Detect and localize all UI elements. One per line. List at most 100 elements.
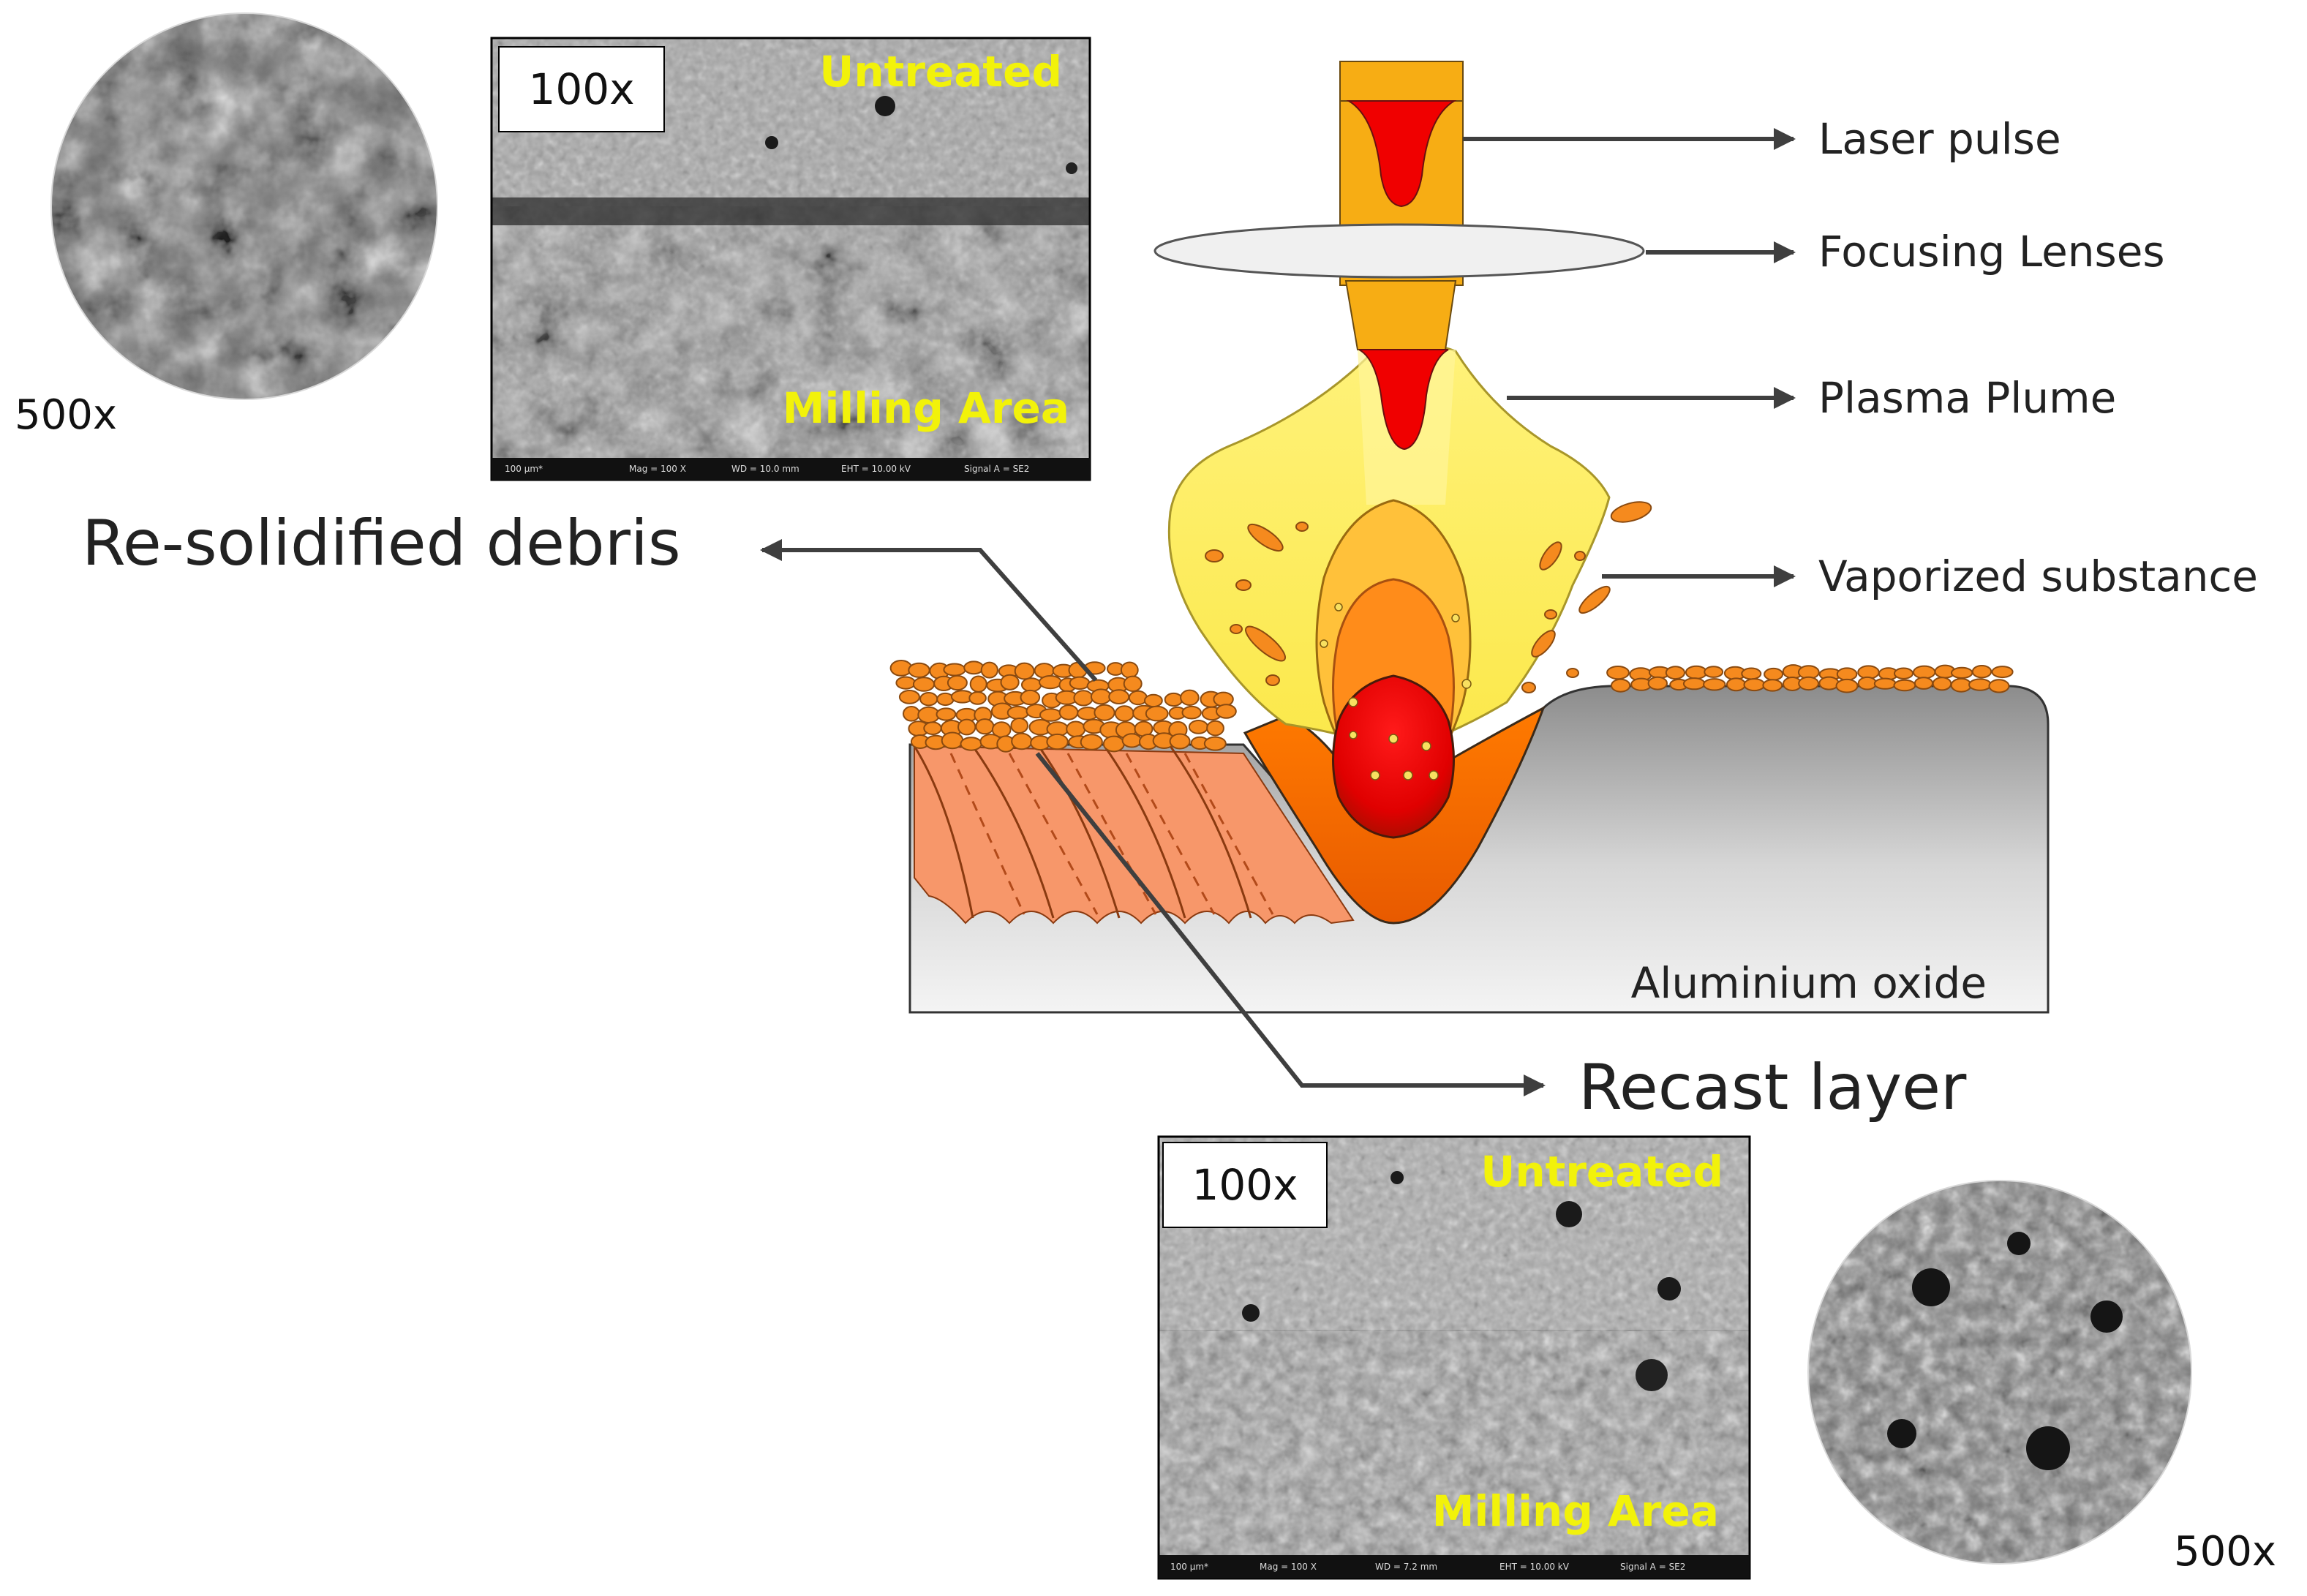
sem-top-info-eht: EHT = 10.00 kV xyxy=(841,464,911,474)
laser-pulse xyxy=(1346,100,1457,208)
debris-droplet xyxy=(1058,704,1079,720)
resolidified-debris-pile xyxy=(889,660,1237,753)
debris-droplet xyxy=(1836,667,1858,681)
sem-bottom-info-mag: Mag = 100 X xyxy=(1260,1562,1317,1572)
debris-droplet xyxy=(1893,679,1916,692)
debris-droplet xyxy=(1128,690,1148,706)
debris-droplet xyxy=(936,707,957,721)
debris-droplet xyxy=(1818,676,1840,690)
debris-droplet xyxy=(1121,733,1143,748)
sem-bottom-info-wd: WD = 7.2 mm xyxy=(1375,1562,1437,1572)
debris-droplet xyxy=(895,676,916,690)
debris-droplet xyxy=(1073,690,1094,707)
laser-beam-bottom xyxy=(1344,280,1457,350)
debris-droplet xyxy=(1094,704,1115,721)
debris-droplet xyxy=(908,662,930,678)
debris-droplet xyxy=(1685,665,1708,680)
debris-droplet xyxy=(980,661,998,679)
vaporized-substance-label: Vaporized substance xyxy=(1818,552,2258,601)
debris-droplet xyxy=(963,660,985,675)
sem-top-magnification-box xyxy=(498,46,665,132)
debris-droplet xyxy=(941,731,964,750)
debris-droplet xyxy=(1798,676,1820,691)
debris-droplet xyxy=(960,737,982,751)
debris-droplet xyxy=(975,718,995,735)
laser-pulse-label: Laser pulse xyxy=(1818,114,2061,164)
laser-beam-cap xyxy=(1339,61,1464,102)
arrow-recast-layer xyxy=(1035,752,1546,1096)
debris-droplet xyxy=(1606,666,1630,680)
debris-droplet xyxy=(1762,679,1783,692)
debris-droplet xyxy=(936,692,955,707)
plasma-plume-label: Plasma Plume xyxy=(1818,373,2116,423)
debris-droplet xyxy=(1014,662,1035,680)
debris-droplet xyxy=(1181,705,1202,720)
resolidified-debris-label: Re-solidified debris xyxy=(82,507,681,580)
sem-bottom-info-signal: Signal A = SE2 xyxy=(1620,1562,1685,1572)
sem-bottom-info-scale: 100 µm* xyxy=(1170,1562,1208,1572)
debris-droplet xyxy=(1873,677,1897,690)
debris-droplet xyxy=(1741,667,1762,680)
sem-bottom-info-eht: EHT = 10.00 kV xyxy=(1499,1562,1570,1572)
debris-droplet xyxy=(1006,705,1029,720)
plasma-pulse xyxy=(1358,349,1449,451)
debris-droplet xyxy=(1000,674,1020,690)
debris-droplet xyxy=(1857,676,1878,690)
debris-droplet xyxy=(1039,675,1062,690)
debris-droplet xyxy=(1144,693,1163,708)
focusing-lens xyxy=(1154,223,1645,279)
sem-top-magnification: 100x xyxy=(528,64,634,114)
sem-top-info-scale: 100 µm* xyxy=(505,464,543,474)
aluminium-oxide-label: Aluminium oxide xyxy=(1631,958,1987,1008)
arrow-resolidified-debris xyxy=(760,539,1098,682)
sem-top-info-mag: Mag = 100 X xyxy=(629,464,686,474)
debris-droplet xyxy=(1647,676,1668,690)
molten-core xyxy=(1332,674,1455,839)
debris-droplet xyxy=(919,692,938,707)
debris-droplet xyxy=(1021,677,1042,693)
sem-top-milling-area-label: Milling Area xyxy=(783,383,1069,433)
debris-droplet xyxy=(1665,666,1685,680)
sem-bottom-magnification-box xyxy=(1162,1142,1328,1228)
debris-droplet xyxy=(1726,677,1746,692)
debris-droplet xyxy=(1703,678,1726,691)
debris-droplet xyxy=(1913,677,1934,690)
debris-droplet xyxy=(1123,675,1143,692)
sem-bottom-untreated-label: Untreated xyxy=(1480,1147,1723,1197)
debris-droplet xyxy=(1743,678,1766,692)
debris-droplet xyxy=(1951,666,1973,680)
debris-droplet xyxy=(1203,736,1227,751)
debris-droplet xyxy=(1114,705,1134,722)
debris-droplet xyxy=(1950,677,1972,693)
debris-droplet xyxy=(1216,704,1237,719)
debris-droplet xyxy=(1145,705,1169,722)
debris-droplet xyxy=(1020,689,1041,706)
debris-droplet xyxy=(968,691,987,705)
sem-bottom-milling-area-label: Milling Area xyxy=(1432,1486,1719,1536)
debris-droplet xyxy=(957,718,976,736)
debris-droplet xyxy=(943,663,966,677)
debris-droplet xyxy=(1988,679,2010,693)
surface-debris-right xyxy=(1606,664,2014,693)
debris-droplet xyxy=(1046,733,1069,750)
sem-inset-top xyxy=(51,13,437,399)
debris-droplet xyxy=(912,677,936,692)
sem-bottom-info-bar xyxy=(1159,1555,1750,1578)
debris-droplet xyxy=(1120,661,1139,679)
debris-droplet xyxy=(898,690,920,704)
debris-droplet xyxy=(1971,665,1992,679)
sem-bottom-inset-magnification: 500x xyxy=(2174,1528,2276,1576)
debris-droplet xyxy=(1169,733,1191,750)
debris-droplet xyxy=(903,706,920,722)
sem-inset-bottom xyxy=(1808,1181,2191,1564)
recast-layer-lines xyxy=(949,753,1274,915)
debris-droplet xyxy=(1764,667,1784,681)
debris-droplet xyxy=(923,721,942,736)
debris-droplet xyxy=(969,675,987,693)
debris-droplet xyxy=(1991,666,2014,679)
debris-droplet xyxy=(1108,689,1130,704)
sem-top-info-bar xyxy=(492,458,1090,480)
debris-droplet xyxy=(1682,677,1706,690)
focusing-lenses-label: Focusing Lenses xyxy=(1818,227,2165,276)
debris-droplet xyxy=(1968,678,1992,691)
